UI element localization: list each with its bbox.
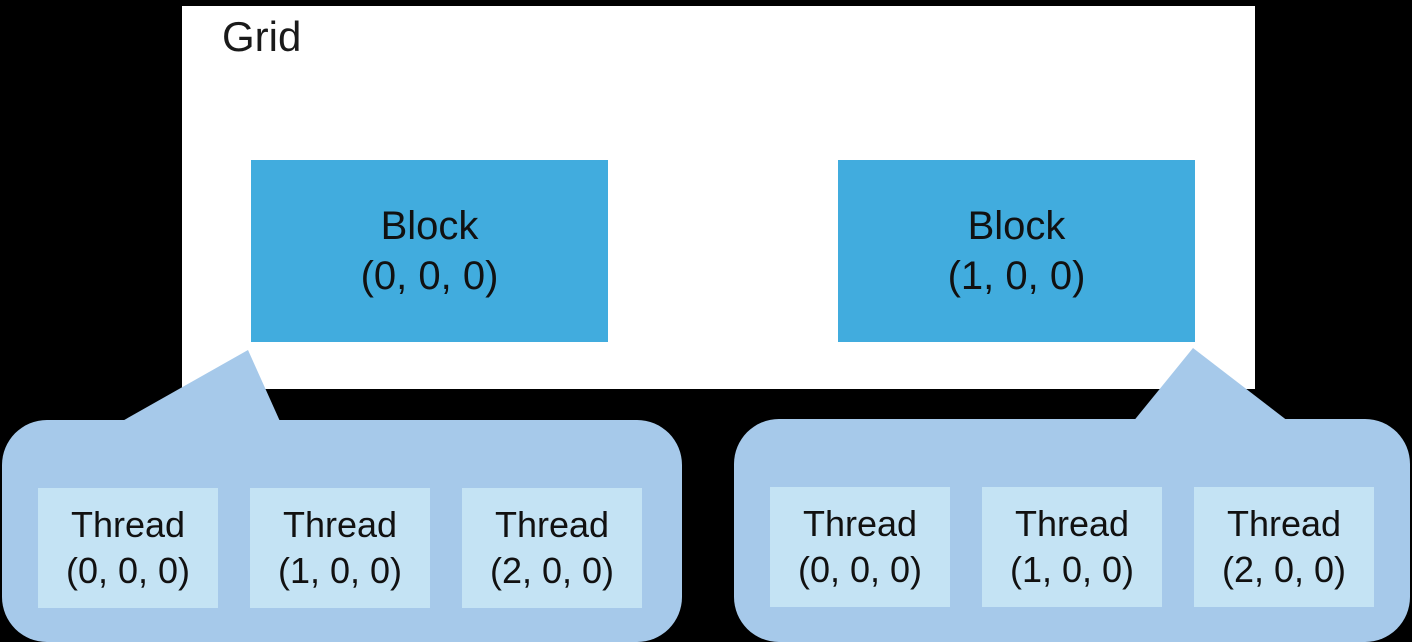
thread-title: Thread: [802, 503, 918, 544]
thread-row: Thread (0, 0, 0) Thread (1, 0, 0) Thread…: [38, 488, 642, 608]
thread-1-0: Thread (0, 0, 0): [770, 487, 950, 607]
right-callout-pointer: [1128, 348, 1297, 428]
thread-index: (0, 0, 0): [65, 550, 191, 591]
block-1-index: (1, 0, 0): [947, 254, 1086, 298]
thread-title: Thread: [282, 504, 398, 545]
thread-index: (0, 0, 0): [797, 549, 923, 590]
thread-title: Thread: [494, 504, 610, 545]
grid-container: Grid Block (0, 0, 0) Block (1, 0, 0): [182, 6, 1255, 389]
block-0-index: (0, 0, 0): [360, 254, 499, 298]
thread-index: (2, 0, 0): [1221, 549, 1347, 590]
thread-1-1: Thread (1, 0, 0): [982, 487, 1162, 607]
thread-index: (1, 0, 0): [277, 550, 403, 591]
block-1: Block (1, 0, 0): [838, 160, 1195, 342]
block-0: Block (0, 0, 0): [251, 160, 608, 342]
thread-title: Thread: [1226, 503, 1342, 544]
thread-0-2: Thread (2, 0, 0): [462, 488, 642, 608]
block-0-title: Block: [380, 204, 479, 248]
callout-block1-threads: Thread (0, 0, 0) Thread (1, 0, 0) Thread…: [734, 419, 1410, 642]
thread-row: Thread (0, 0, 0) Thread (1, 0, 0) Thread…: [770, 487, 1374, 607]
grid-label: Grid: [222, 13, 302, 60]
block-1-title: Block: [967, 204, 1066, 248]
thread-title: Thread: [1014, 503, 1130, 544]
callout-block0-threads: Thread (0, 0, 0) Thread (1, 0, 0) Thread…: [2, 420, 682, 642]
thread-index: (1, 0, 0): [1009, 549, 1135, 590]
thread-0-0: Thread (0, 0, 0): [38, 488, 218, 608]
thread-1-2: Thread (2, 0, 0): [1194, 487, 1374, 607]
thread-0-1: Thread (1, 0, 0): [250, 488, 430, 608]
left-callout-pointer: [110, 350, 283, 428]
thread-title: Thread: [70, 504, 186, 545]
thread-index: (2, 0, 0): [489, 550, 615, 591]
